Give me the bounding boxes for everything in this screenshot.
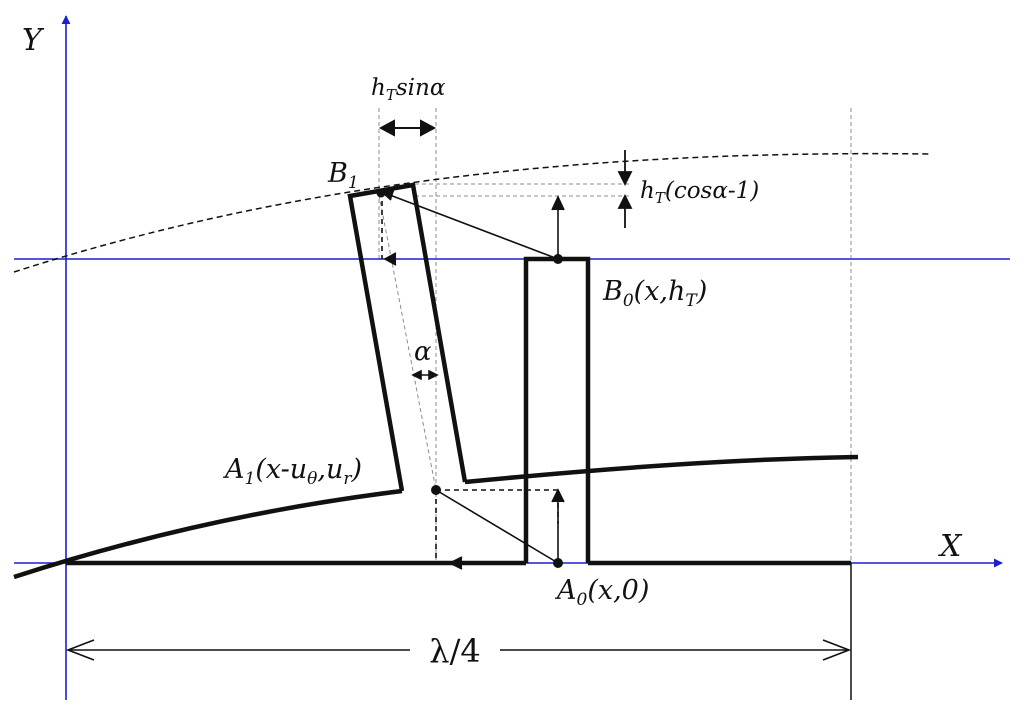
b0-up-arrowhead: [551, 195, 565, 211]
a1-label-main: A: [222, 454, 245, 485]
b1-label-main: B: [327, 158, 348, 189]
hcos-label-post: (cosα-1): [665, 178, 759, 204]
b0-label-args-close: ): [696, 276, 708, 307]
alpha-arrowhead-right: [428, 369, 439, 381]
lambda-arrowhead-left: [65, 639, 95, 661]
hcos-dimension: [617, 150, 633, 228]
alpha-dimension: [411, 369, 439, 381]
b1-label-sub: 1: [348, 173, 359, 193]
hcos-label: hT(cosα-1): [640, 178, 759, 207]
a1-label-args-mid: ,u: [317, 454, 343, 485]
hcos-top-arrowhead: [617, 171, 633, 187]
b0-label-sub: 0: [623, 291, 634, 311]
lambda-dimension: [65, 639, 852, 661]
deformed-tooth: [347, 182, 468, 492]
a0-left-arrowhead: [448, 556, 463, 570]
b0-left-arrowhead: [383, 252, 397, 266]
hsin-dimension: [378, 119, 437, 137]
hsin-label: hTsinα: [371, 75, 446, 104]
hcos-bottom-arrowhead: [617, 193, 633, 209]
a1-label-args-sub2: r: [343, 469, 352, 489]
guide-alpha: [378, 194, 437, 491]
b0-label: B0(x,hT): [602, 276, 707, 311]
point-b1: [376, 188, 386, 198]
base-curve-left: [13, 488, 403, 580]
a1-label: A1(x-uθ,ur): [222, 454, 362, 489]
a0-label-args: (x,0): [587, 575, 649, 606]
deformed-top-curve: [13, 152, 931, 273]
axes: [14, 15, 1010, 700]
hcos-label-h: h: [640, 178, 655, 204]
y-axis-label: Y: [22, 23, 45, 58]
original-tooth: [66, 256, 851, 566]
hcos-label-sub: T: [655, 189, 666, 207]
point-a1: [431, 485, 441, 495]
hsin-label-post: sinα: [396, 75, 446, 101]
hsin-label-sub: T: [386, 86, 397, 104]
alpha-label: α: [414, 337, 432, 367]
a1-label-sub: 1: [245, 469, 256, 489]
lambda-arrowhead-right: [822, 639, 852, 661]
tooth-outline: [523, 256, 591, 563]
hsin-arrowhead-left: [378, 119, 395, 137]
b1-label: B1: [327, 158, 359, 193]
b0-label-args: (x,h: [634, 276, 686, 307]
points: [376, 188, 563, 568]
b0-label-args-sub: T: [685, 291, 698, 311]
alpha-arrowhead-left: [411, 369, 422, 381]
a0-label: A0(x,0): [554, 575, 649, 610]
a1-label-args-close: ): [351, 454, 363, 485]
a0-label-sub: 0: [577, 590, 588, 610]
x-axis-label: X: [938, 529, 963, 564]
a0-label-main: A: [554, 575, 577, 606]
b0-label-main: B: [602, 276, 623, 307]
b0-b1-diagonal: [381, 191, 559, 260]
a1-label-args-sub1: θ: [307, 469, 317, 489]
a0-a1-diagonal: [435, 489, 559, 564]
displacement-construction: [380, 190, 565, 570]
point-b0: [553, 254, 563, 264]
vertical-guides: [378, 108, 852, 560]
lambda-label: λ/4: [429, 632, 480, 670]
hsin-label-h: h: [371, 75, 386, 101]
a0-up-arrowhead: [551, 488, 565, 503]
a1-label-args: (x-u: [255, 454, 307, 485]
a1-dashed-box: [436, 489, 559, 524]
hsin-arrowhead-right: [420, 119, 437, 137]
point-a0: [553, 558, 563, 568]
